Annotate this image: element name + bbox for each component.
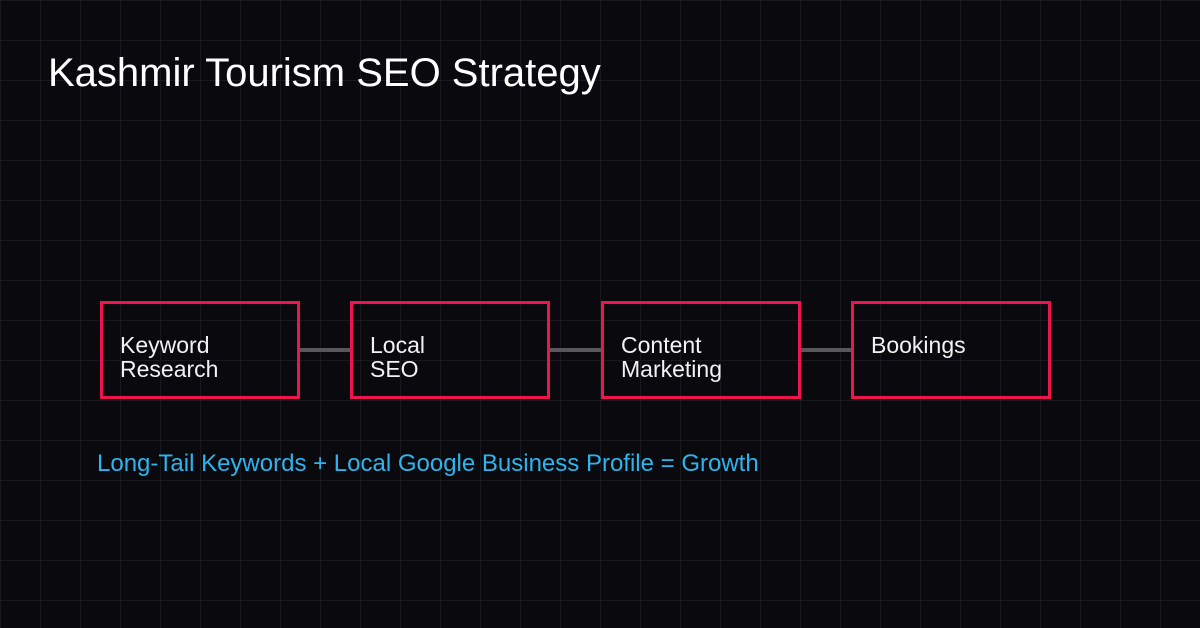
flow-node-content-marketing: Content Marketing: [601, 301, 801, 399]
flow-node-bookings: Bookings: [851, 301, 1051, 399]
flow-node-local-seo: Local SEO: [350, 301, 550, 399]
connector-content-marketing-to-bookings: [801, 348, 851, 352]
node-label-keyword-research: Keyword Research: [120, 332, 219, 382]
connector-local-seo-to-content-marketing: [550, 348, 601, 352]
flow-node-keyword-research: Keyword Research: [100, 301, 300, 399]
node-label-bookings: Bookings: [871, 332, 966, 358]
node-label-content-marketing: Content Marketing: [621, 332, 722, 382]
page-title: Kashmir Tourism SEO Strategy: [48, 51, 601, 95]
caption: Long-Tail Keywords + Local Google Busine…: [97, 450, 759, 477]
node-label-local-seo: Local SEO: [370, 332, 425, 382]
connector-keyword-research-to-local-seo: [300, 348, 350, 352]
